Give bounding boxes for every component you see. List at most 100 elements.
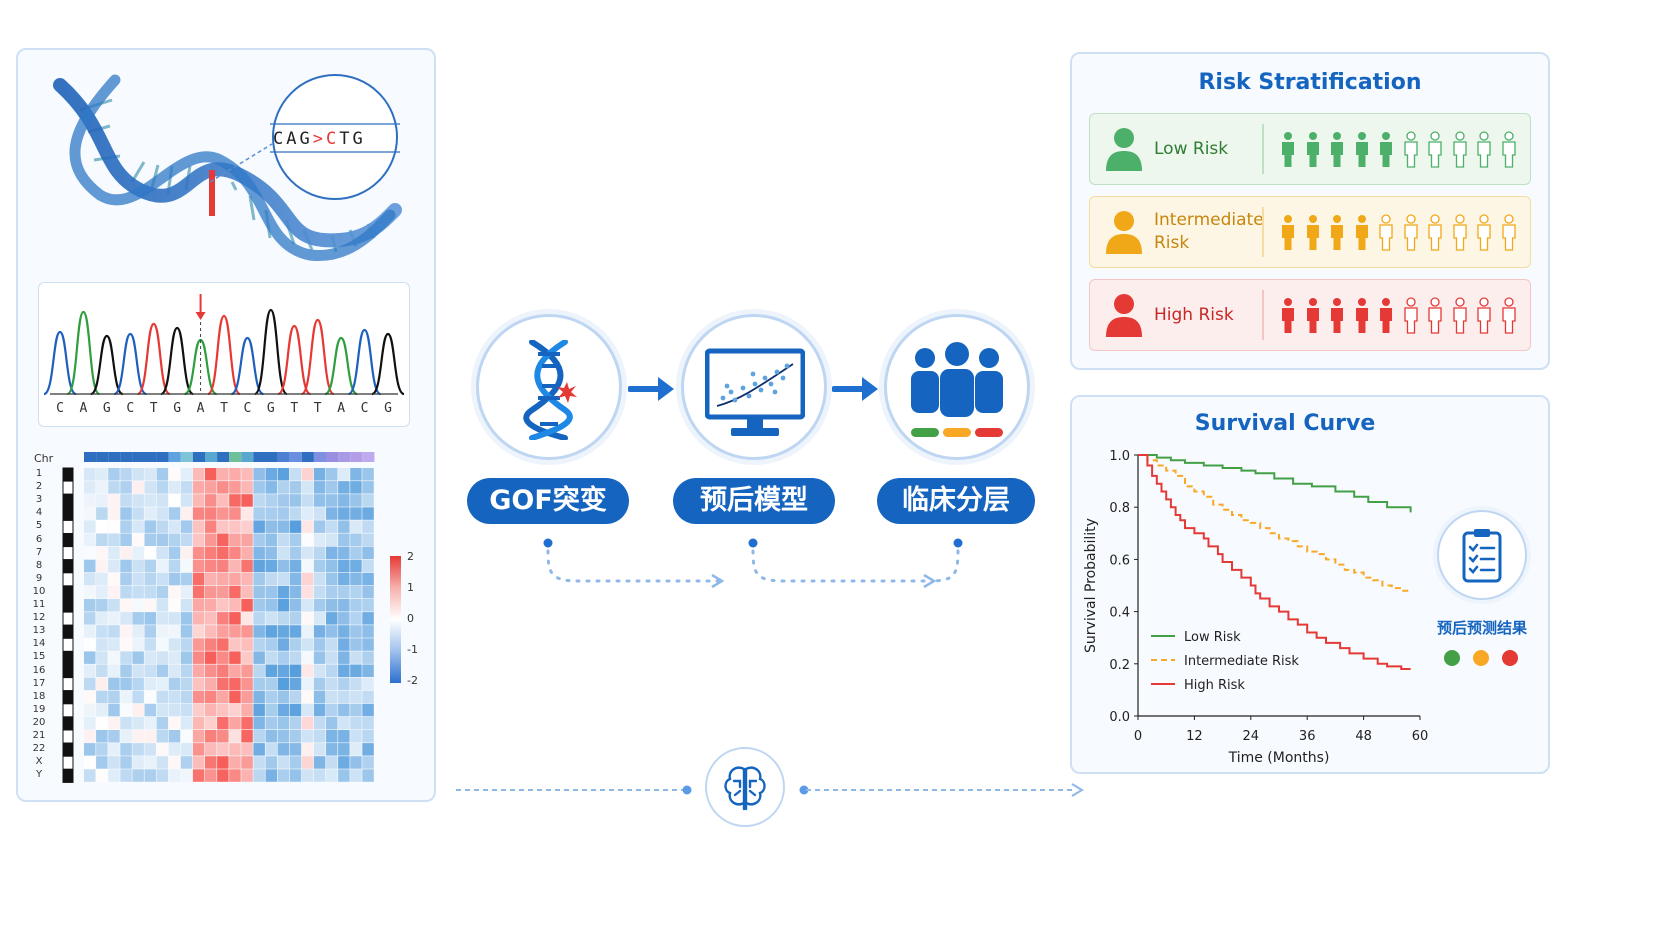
heatmap-cell	[144, 638, 156, 651]
heatmap-cell	[96, 743, 108, 756]
heatmap-cell	[144, 559, 156, 573]
heatmap-cell	[217, 703, 229, 717]
heatmap-annotation-cell	[326, 452, 339, 462]
heatmap-cell	[289, 664, 302, 677]
heatmap-cell	[217, 585, 229, 599]
heatmap-cell	[108, 716, 120, 730]
heatmap-cell	[120, 533, 132, 546]
patient-figure-icon	[1428, 214, 1442, 251]
heatmap-cell	[120, 769, 132, 782]
patient-figure-icon	[1331, 298, 1343, 333]
heatmap-cell	[192, 703, 205, 717]
heatmap-cell	[144, 743, 156, 756]
heatmap-cell	[350, 730, 362, 743]
heatmap-cell	[338, 585, 350, 599]
heatmap-cell	[253, 677, 265, 691]
heatmap-cell	[253, 559, 265, 573]
heatmap-cell	[120, 756, 132, 769]
result-status-dot	[1444, 650, 1460, 666]
heatmap-cell	[205, 756, 217, 769]
heatmap-cell	[205, 585, 217, 599]
heatmap-cell	[84, 651, 96, 664]
heatmap-cell	[362, 769, 374, 782]
heatmap-cell	[301, 743, 314, 756]
heatmap-cell	[362, 468, 374, 481]
heatmap-annotation-cell	[229, 452, 242, 462]
heatmap-cell	[289, 533, 302, 546]
heatmap-cell	[156, 756, 169, 769]
heatmap-cell	[338, 638, 350, 651]
heatmap-annotation-cell	[241, 452, 254, 462]
heatmap-cell	[265, 533, 277, 546]
rest-sequence: TG	[339, 129, 366, 149]
patient-figure-icon	[1306, 215, 1319, 250]
heatmap-cell	[168, 599, 181, 612]
chromosome-label: 16	[32, 664, 46, 676]
x-axis-label: Time (Months)	[1228, 750, 1330, 766]
clipboard-checklist-icon	[1462, 529, 1502, 583]
heatmap-cell	[144, 507, 156, 520]
heatmap-annotation-cell	[205, 452, 218, 462]
heatmap-cell	[229, 677, 241, 691]
heatmap-cell	[168, 756, 181, 769]
heatmap-cell	[120, 612, 132, 625]
heatmap-cell	[241, 612, 253, 625]
heatmap-cell	[338, 756, 350, 769]
heatmap-cell	[338, 716, 350, 730]
heatmap-cell	[326, 730, 338, 743]
heatmap-annotation-cell	[217, 452, 230, 462]
heatmap-cell	[277, 507, 290, 520]
heatmap-cell	[84, 690, 96, 704]
heatmap-cell	[180, 703, 193, 717]
heatmap-cell	[289, 651, 302, 664]
heatmap-cell	[108, 769, 120, 782]
patient-figure-icon	[1282, 215, 1294, 250]
heatmap-cell	[241, 743, 253, 756]
result-dots	[1444, 650, 1524, 668]
chromosome-label: 8	[35, 559, 43, 571]
heatmap-cell	[277, 743, 290, 756]
risk-row-divider	[1262, 124, 1264, 174]
risk-row-divider	[1262, 290, 1264, 340]
y-axis-label: Survival Probability	[1083, 518, 1099, 653]
step-label-stratify: 临床分层	[877, 478, 1035, 524]
risk-stratification-title: Risk Stratification	[1198, 70, 1422, 95]
heatmap-cell	[229, 743, 241, 756]
heatmap-cell	[289, 730, 302, 743]
heatmap-cell	[132, 507, 144, 520]
heatmap-cell	[144, 664, 156, 677]
chromatogram-base-label: G	[384, 401, 392, 416]
heatmap-cell	[265, 520, 277, 533]
patient-figure-icon	[1331, 215, 1343, 250]
heatmap-cell	[229, 651, 241, 664]
patient-figure-icon	[1403, 214, 1418, 251]
heatmap-cell	[229, 612, 241, 625]
heatmap-cell	[301, 546, 314, 560]
y-tick-label: 0.6	[1109, 553, 1130, 568]
heatmap-cell	[265, 664, 277, 677]
heatmap-cell	[241, 559, 253, 573]
heatmap-cell	[313, 638, 326, 651]
heatmap-cell	[156, 664, 169, 677]
heatmap-cell	[108, 481, 120, 494]
heatmap-cell	[338, 625, 350, 638]
heatmap-cell	[313, 716, 326, 730]
heatmap-cell	[253, 703, 265, 717]
heatmap-cell	[350, 625, 362, 638]
chromosome-label: 22	[32, 743, 46, 755]
heatmap-cell	[229, 664, 241, 677]
patient-figure-icon	[1379, 214, 1393, 251]
heatmap-cell	[289, 716, 302, 730]
heatmap-cell	[120, 520, 132, 533]
heatmap-cell	[180, 559, 193, 573]
heatmap-cell	[289, 690, 302, 704]
heatmap-cell	[362, 730, 374, 743]
heatmap-cell	[205, 638, 217, 651]
heatmap-cell	[338, 690, 350, 704]
heatmap-cell	[168, 546, 181, 560]
heatmap-cell	[277, 546, 290, 560]
survival-curve-title: Survival Curve	[1194, 411, 1376, 436]
heatmap-cell	[326, 494, 338, 507]
y-tick-label: 1.0	[1109, 449, 1130, 464]
